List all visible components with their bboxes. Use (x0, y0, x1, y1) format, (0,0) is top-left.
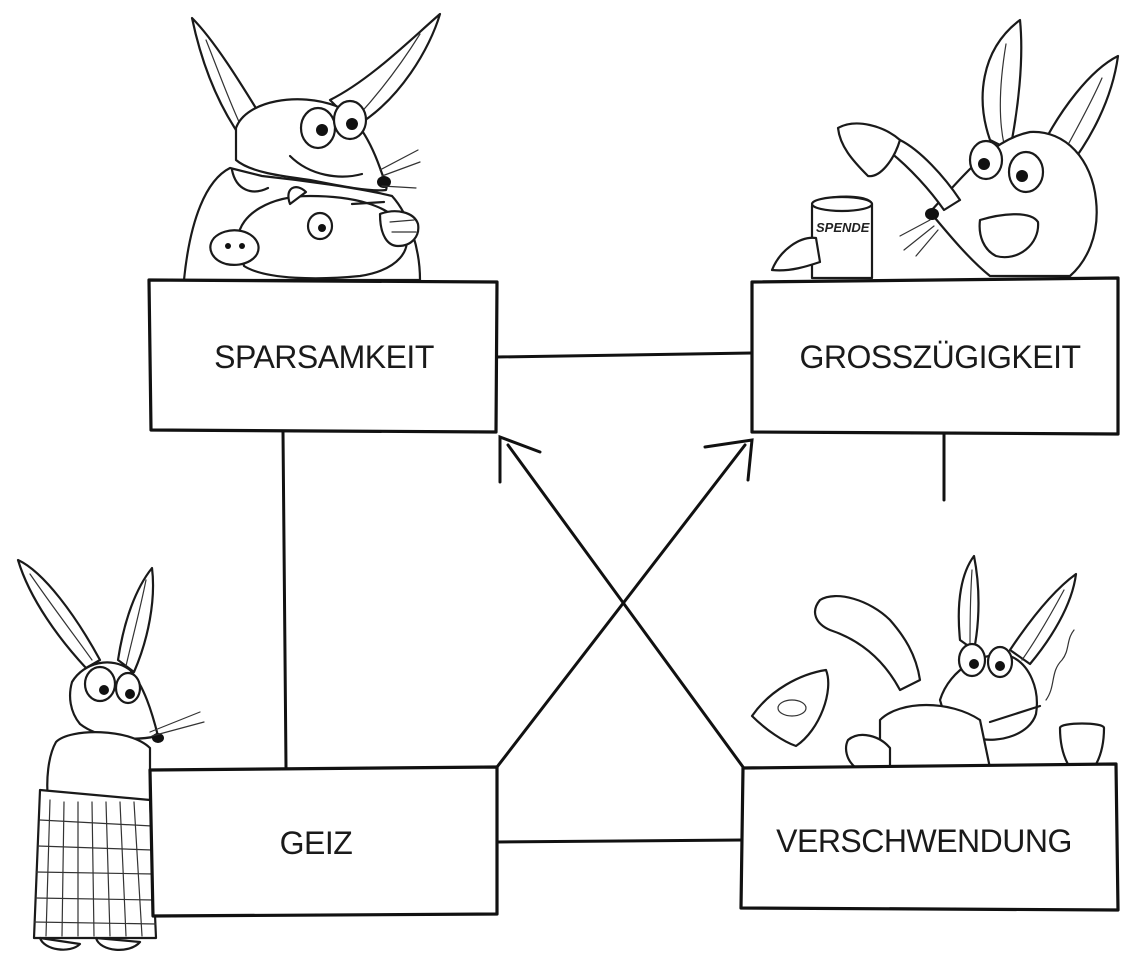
left-foot (38, 936, 82, 951)
box-grosszuegigkeit: GROSSZÜGIGKEIT (750, 276, 1120, 436)
banknote-icon (836, 122, 902, 178)
hand (770, 236, 822, 272)
connectors (281, 351, 946, 844)
left-eye (83, 665, 117, 703)
arrowhead-sparsamkeit (498, 434, 542, 484)
right-ear (328, 12, 442, 128)
mouth (978, 213, 1040, 259)
label-geiz: GEIZ (280, 825, 353, 861)
connector-left (281, 430, 288, 769)
arrowhead-grosszuegigkeit (703, 438, 754, 482)
box-sparsamkeit-frame (147, 278, 499, 434)
saver-character-illustration (182, 12, 442, 282)
label-sparsamkeit: SPARSAMKEIT (214, 339, 434, 375)
generous-character-illustration: SPENDE (770, 18, 1120, 280)
left-ear (981, 18, 1023, 152)
flying-banknote-icon (750, 668, 830, 748)
box-verschwendung-frame (739, 762, 1120, 912)
waving-hand (813, 595, 922, 692)
right-ear (1008, 572, 1078, 666)
nose (377, 176, 391, 188)
right-foot (94, 936, 142, 951)
box-geiz: GEIZ (148, 765, 499, 918)
left-ear (190, 16, 264, 132)
nose (925, 208, 939, 220)
box-verschwendung: VERSCHWENDUNG (739, 762, 1120, 912)
piggy-snout (209, 229, 260, 266)
connector-diagonal-to-sparsamkeit (506, 443, 745, 769)
torso (878, 704, 992, 770)
label-verschwendung: VERSCHWENDUNG (776, 823, 1072, 859)
miser-character-illustration (16, 558, 205, 951)
cigarette (988, 704, 1042, 724)
box-grosszuegigkeit-frame (750, 276, 1120, 436)
label-grosszuegigkeit: GROSSZÜGIGKEIT (799, 339, 1080, 375)
connector-diagonal-to-grosszuegigkeit (495, 443, 747, 769)
skirt (32, 788, 158, 940)
left-ear (957, 554, 980, 652)
head (69, 661, 160, 740)
plaid-pattern (33, 799, 157, 937)
arm (888, 138, 962, 212)
hand (378, 210, 420, 248)
box-sparsamkeit: SPARSAMKEIT (147, 278, 499, 434)
donation-can-label: SPENDE (816, 220, 870, 235)
connector-bottom (495, 838, 745, 844)
torso (46, 731, 152, 802)
right-ear (116, 566, 155, 674)
box-geiz-frame (148, 765, 499, 918)
connector-top (495, 351, 754, 359)
